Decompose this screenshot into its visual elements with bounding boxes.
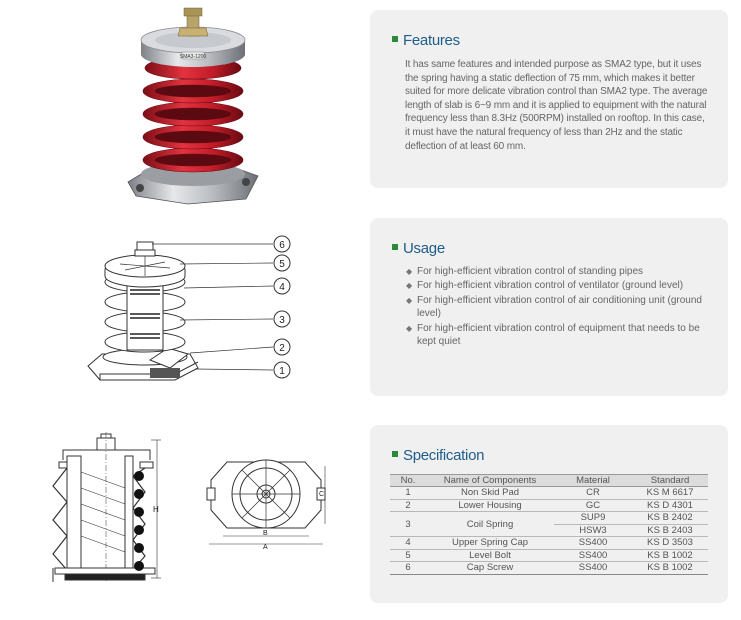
specification-table: No. Name of Components Material Standard… (390, 474, 708, 575)
table-row: 5 Level Bolt SS400 KS B 1002 (390, 549, 708, 562)
col-no: No. (390, 474, 426, 487)
usage-heading: Usage (392, 240, 445, 257)
bullet-square-icon (392, 36, 398, 43)
table-row: 3 Coil Spring SUP9 KS B 2402 (390, 511, 708, 537)
callout-3: 3 (279, 315, 285, 326)
callout-1: 1 (279, 366, 285, 377)
specification-heading: Specification (392, 447, 484, 464)
features-heading: Features (392, 32, 460, 49)
top-view-drawing: B A C (206, 459, 326, 550)
list-item: ◆For high-efficient vibration control of… (406, 266, 644, 277)
usage-list: ◆For high-efficient vibration control of… (405, 265, 710, 350)
product-photo: SMA3-1200 (127, 7, 259, 205)
dim-label-a: A (263, 544, 268, 550)
col-name: Name of Components (426, 474, 554, 487)
dim-label-c: C (319, 491, 324, 498)
product-label-text: SMA3-1200 (180, 54, 207, 60)
col-material: Material (554, 474, 632, 487)
features-body: It has same features and intended purpos… (405, 59, 708, 152)
dim-label-b: B (263, 530, 268, 537)
table-row: 4 Upper Spring Cap SS400 KS D 3503 (390, 536, 708, 550)
table-row: 2 Lower Housing GC KS D 4301 (390, 499, 708, 512)
features-title: Features (403, 32, 460, 49)
callout-2: 2 (279, 343, 285, 354)
bullet-square-icon (392, 451, 398, 458)
diamond-bullet-icon: ◆ (406, 267, 413, 276)
col-standard: Standard (632, 474, 708, 487)
features-panel: Features It has same features and intend… (370, 10, 728, 188)
section-drawing: H (52, 432, 161, 582)
specification-title: Specification (403, 447, 485, 464)
table-row: 6 Cap Screw SS400 KS B 1002 (390, 561, 708, 575)
diamond-bullet-icon: ◆ (406, 281, 413, 291)
table-row: HSW3 KS B 2403 (390, 524, 708, 537)
table-header-row: No. Name of Components Material Standard (390, 474, 708, 487)
callout-6: 6 (279, 240, 285, 251)
specification-panel: Specification No. Name of Components Mat… (370, 425, 728, 603)
usage-panel: Usage ◆For high-efficient vibration cont… (370, 218, 728, 396)
bullet-square-icon (392, 244, 398, 251)
callout-4: 4 (279, 282, 285, 293)
component-diagram: 6 5 4 3 2 1 (87, 235, 291, 381)
usage-title: Usage (403, 240, 445, 257)
table-row: 1 Non Skid Pad CR KS M 6617 (390, 486, 708, 500)
list-item: ◆For high-efficient vibration control of… (406, 294, 702, 320)
callout-5: 5 (279, 259, 285, 270)
diamond-bullet-icon: ◆ (406, 295, 413, 305)
diamond-bullet-icon: ◆ (406, 323, 413, 333)
list-item: ◆For high-efficient vibration control of… (406, 322, 700, 348)
dim-label-h: H (153, 505, 159, 514)
list-item: ◆For high-efficient vibration control of… (406, 280, 684, 292)
